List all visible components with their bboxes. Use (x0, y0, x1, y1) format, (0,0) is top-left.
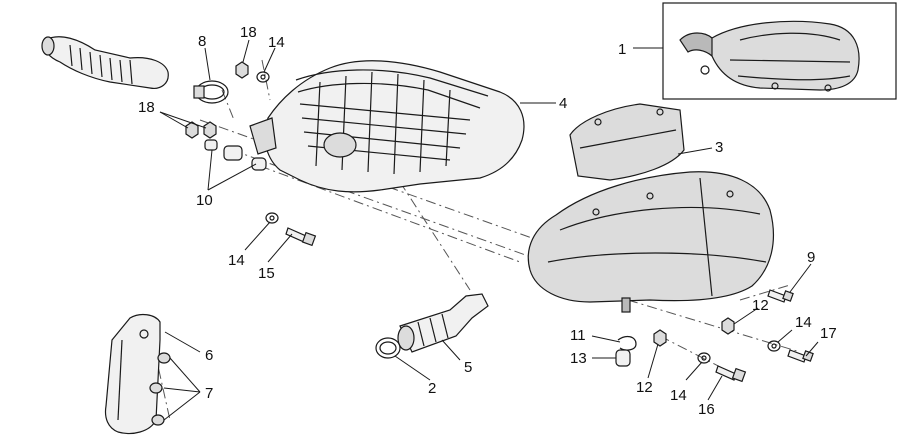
callout-8: 8 (198, 33, 206, 50)
filter-box-body (527, 171, 775, 313)
intake-duct (397, 293, 489, 353)
callout-3: 3 (715, 139, 723, 156)
nut-12-right (721, 317, 735, 335)
callout-12-bottom: 12 (636, 379, 653, 396)
callout-9: 9 (807, 249, 815, 266)
washer-14-right (767, 340, 781, 352)
bushings-7 (149, 352, 171, 426)
callout-labels: 1 2 3 4 5 6 7 8 9 10 11 12 12 13 14 14 1… (138, 24, 837, 418)
callout-13: 13 (570, 350, 587, 367)
callout-15: 15 (258, 265, 275, 282)
washer-14-top (256, 71, 270, 83)
screw-16 (715, 365, 747, 383)
callout-12-right: 12 (752, 297, 769, 314)
side-bracket (104, 313, 161, 435)
filter-box-cover (249, 60, 525, 193)
callout-17: 17 (820, 325, 837, 342)
callout-5: 5 (464, 359, 472, 376)
duct-clamp (375, 337, 401, 359)
callout-16: 16 (698, 401, 715, 418)
leader-lines (159, 39, 819, 421)
callout-11: 11 (570, 327, 586, 344)
screw-15 (285, 227, 317, 247)
screw-17 (787, 349, 814, 363)
callout-14-top: 14 (268, 34, 285, 51)
hose-clamp (193, 80, 229, 104)
callout-2: 2 (428, 380, 436, 397)
callout-14-bottom: 14 (670, 387, 687, 404)
callout-4: 4 (559, 95, 567, 112)
washer-14-bottom (697, 352, 711, 364)
washer-14-mid (265, 212, 279, 224)
cap-13 (615, 349, 631, 367)
nut-12-bottom (653, 329, 667, 347)
inset-assembly-view (662, 2, 897, 100)
callout-14-right: 14 (795, 314, 812, 331)
intake-hose (41, 36, 169, 89)
screw-9 (767, 289, 794, 303)
callout-10: 10 (196, 192, 213, 209)
callout-14-mid: 14 (228, 252, 245, 269)
bushings-10 (204, 139, 267, 171)
nuts-18-left (185, 121, 217, 139)
callout-7: 7 (205, 385, 213, 402)
callout-1: 1 (618, 41, 626, 58)
filter-element (569, 103, 685, 181)
callout-6: 6 (205, 347, 213, 364)
clip-11 (617, 335, 637, 351)
callout-18-left: 18 (138, 99, 155, 116)
nut-18-top (235, 61, 249, 79)
callout-18-top: 18 (240, 24, 257, 41)
